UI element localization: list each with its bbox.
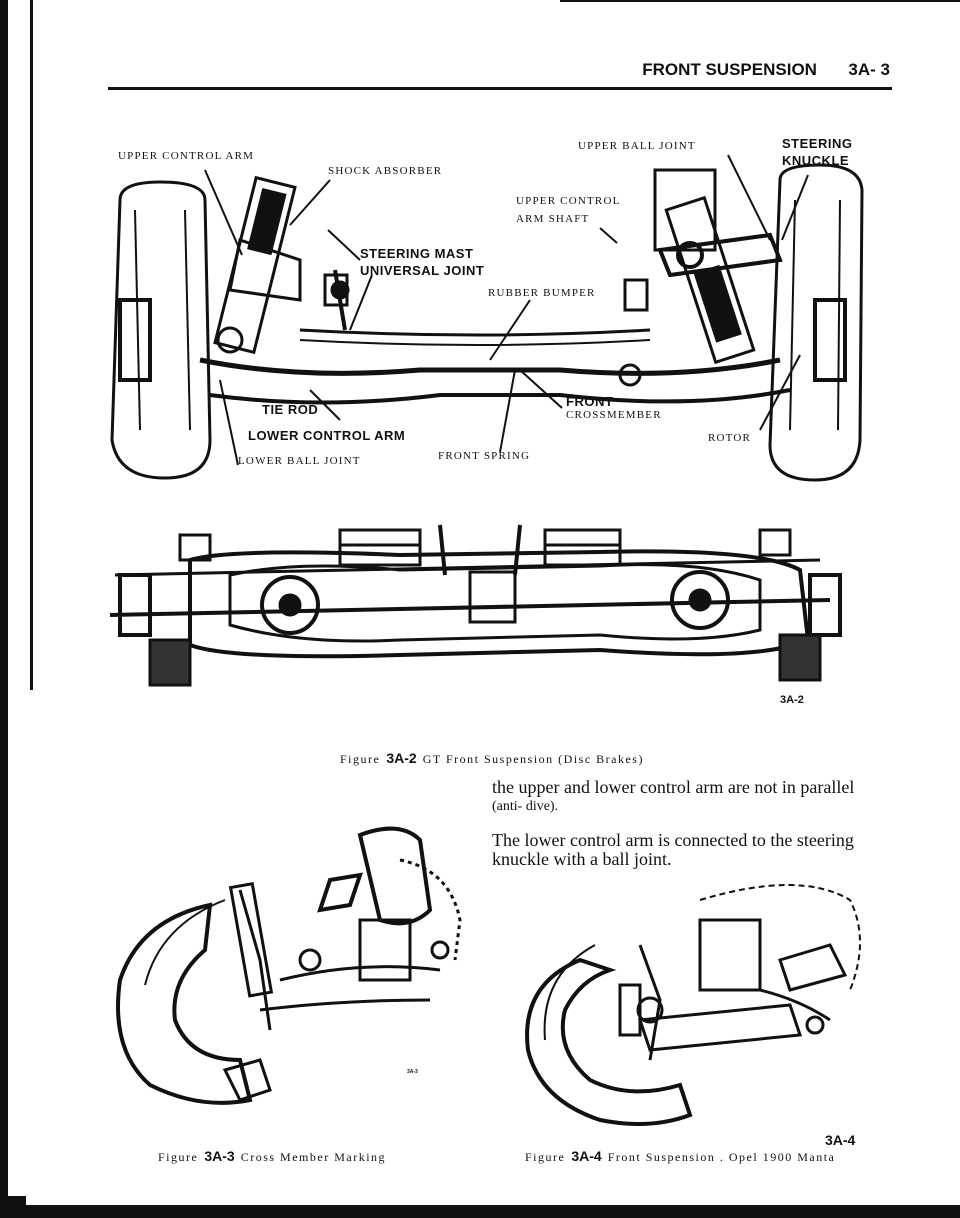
label-steering-knuckle-line-2: KNUCKLE [782, 153, 850, 168]
caption-number: 3A-4 [571, 1148, 602, 1164]
figure-3a-3-caption: Figure 3A-3 Cross Member Marking [158, 1148, 386, 1165]
page-header: FRONT SUSPENSION 3A- 3 [490, 60, 890, 80]
suspension-illustration-top [110, 154, 864, 482]
caption-text: Cross Member Marking [240, 1150, 387, 1164]
page-number: 3A- 3 [848, 60, 890, 79]
label-front-spring: FRONT SPRING [438, 450, 531, 462]
paragraph-2: The lower control arm is connected to th… [492, 831, 887, 869]
figure-3a-4-caption: Figure 3A-4 Front Suspension . Opel 1900 M… [525, 1148, 835, 1165]
caption-prefix: Figure [340, 752, 381, 766]
label-steering-knuckle-line-1: STEERING [782, 136, 853, 151]
page-left-rule [30, 0, 33, 690]
figure-3a-2-caption: Figure 3A-2 GT Front Suspension (Disc Brak… [340, 750, 644, 767]
page-bottom-border [0, 1205, 960, 1218]
label-front-crossmember-line-1: FRONT [566, 394, 614, 409]
caption-prefix: Figure [158, 1150, 199, 1164]
label-lower-control-arm: LOWER CONTROL ARM [248, 428, 406, 443]
header-rule [108, 87, 892, 90]
label-upper-control-arm: UPPER CONTROL ARM [118, 150, 255, 162]
caption-number: 3A-2 [386, 750, 417, 766]
label-upper-ball-joint: UPPER BALL JOINT [578, 140, 696, 152]
caption-text: Front Suspension . Opel 1900 Manta [607, 1150, 836, 1164]
label-shock-absorber: SHOCK ABSORBER [328, 165, 443, 177]
caption-text: GT Front Suspension (Disc Brakes) [422, 752, 644, 766]
figure-3a-3-number: 3A-3 [407, 1069, 418, 1075]
paragraph-1-line-1: the upper and lower control arm are not … [492, 777, 855, 797]
paragraph-2-line-2: knuckle with a ball joint. [492, 849, 672, 869]
section-title: FRONT SUSPENSION [642, 60, 817, 79]
label-lower-ball-joint: LOWER BALL JOINT [238, 455, 361, 467]
caption-number: 3A-3 [204, 1148, 235, 1164]
figure-3a-2-number: 3A-2 [780, 694, 804, 706]
label-rubber-bumper: RUBBER BUMPER [488, 287, 596, 299]
caption-prefix: Figure [525, 1150, 566, 1164]
label-steering-mast-line-2: UNIVERSAL JOINT [360, 263, 485, 278]
label-upper-control-arm-shaft-line-2: ARM SHAFT [516, 213, 590, 225]
page-left-border [0, 0, 8, 1218]
page-top-rule [560, 0, 960, 2]
label-steering-mast-line-1: STEERING MAST [360, 246, 474, 261]
paragraph-1: the upper and lower control arm are not … [492, 778, 887, 816]
figure-3a-4-number: 3A-4 [825, 1132, 856, 1148]
label-upper-control-arm-shaft-line-1: UPPER CONTROL [516, 195, 621, 207]
label-front-crossmember-line-2: CROSSMEMBER [566, 409, 662, 421]
paragraph-1-line-2: (anti- dive). [492, 799, 559, 814]
label-rotor: ROTOR [708, 432, 752, 444]
crossmember-illustration [109, 524, 842, 687]
paragraph-2-line-1: The lower control arm is connected to th… [492, 830, 854, 850]
label-tie-rod: TIE ROD [262, 402, 319, 417]
